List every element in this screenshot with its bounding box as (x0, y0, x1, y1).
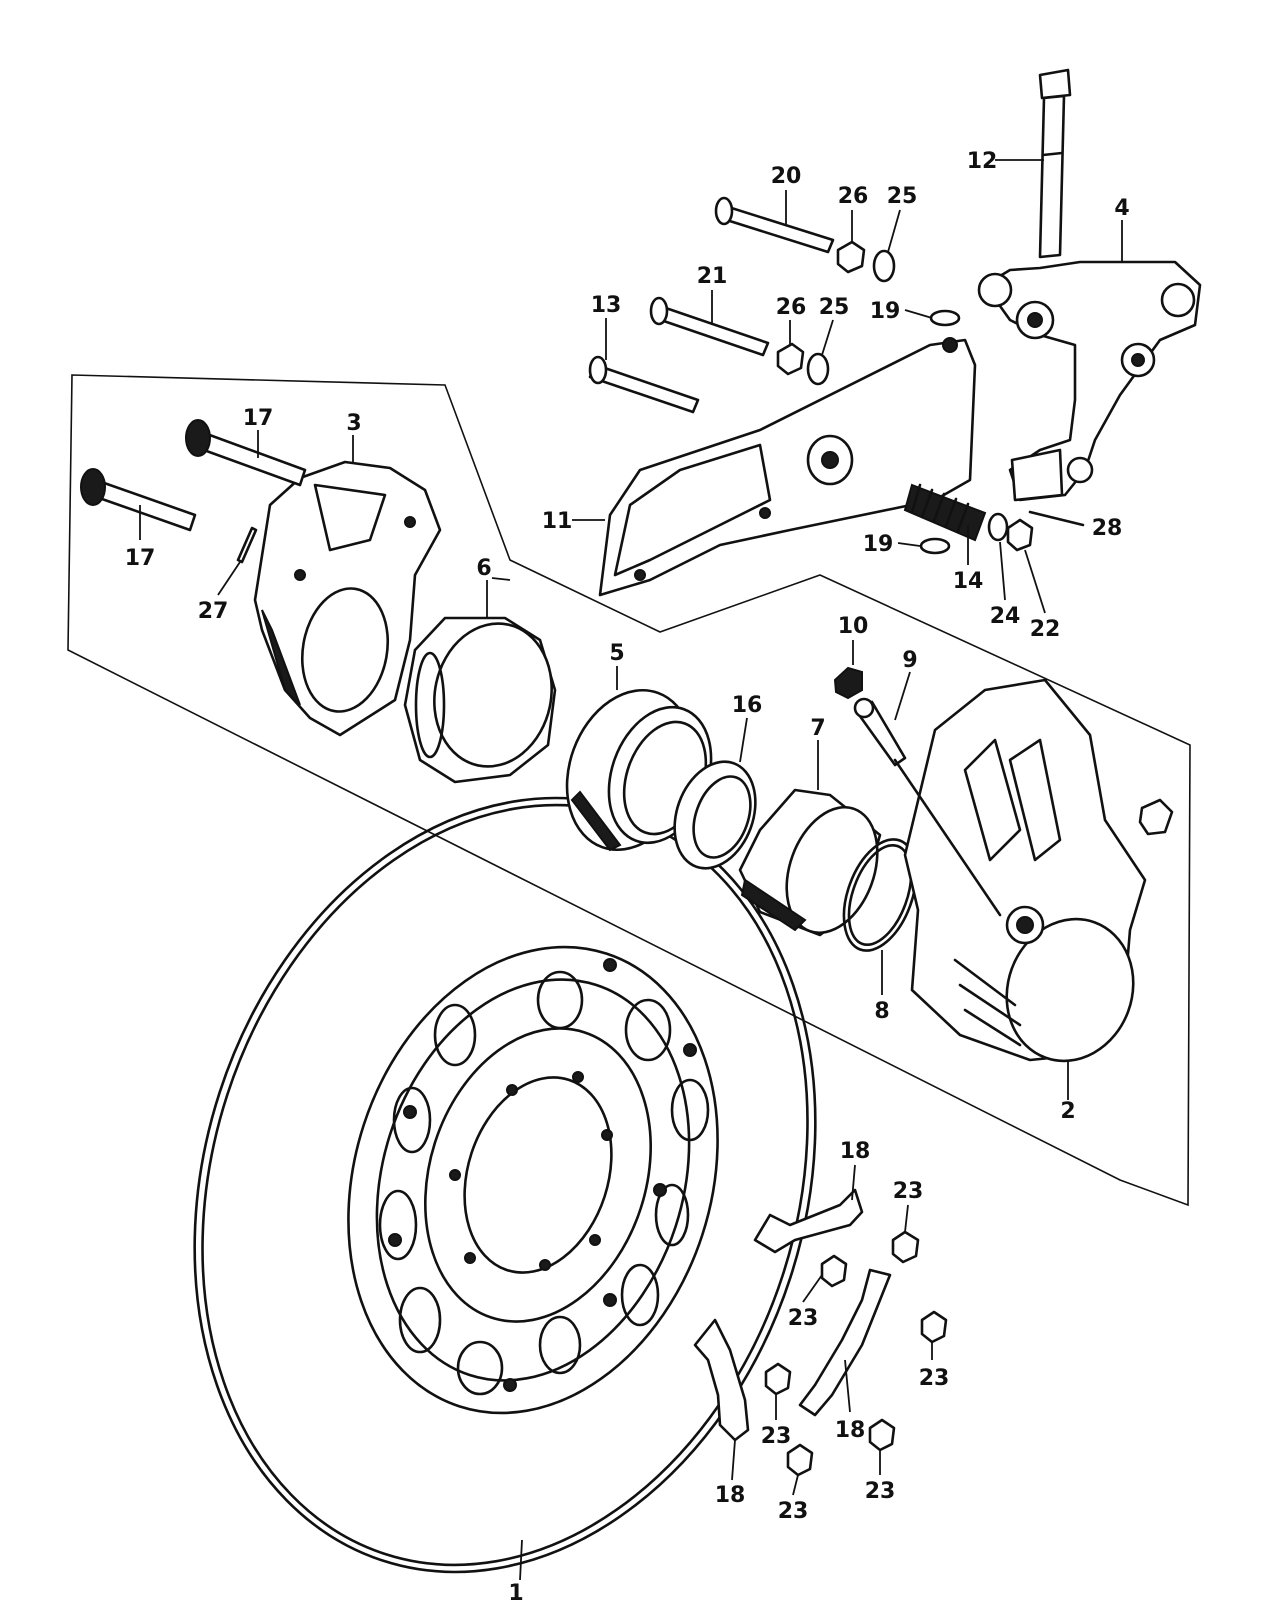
bleeder-cap (835, 668, 862, 698)
caliper-bracket (255, 462, 440, 735)
o-ring (830, 830, 930, 961)
brake-pad (405, 613, 565, 782)
leader-lines (140, 160, 1122, 1580)
dust-seal (660, 750, 769, 879)
caliper-group-outline (68, 375, 1190, 1205)
callout-21: 21 (697, 264, 728, 289)
callout-9: 9 (902, 648, 917, 673)
spring-washer (989, 514, 1007, 540)
callout-25-upper: 25 (887, 184, 918, 209)
callout-11-arm: 11 (542, 509, 573, 534)
callout-19-upper: 19 (870, 299, 901, 324)
callout-23-c: 23 (919, 1366, 950, 1391)
callout-labels: 1 2 3 4 5 6 7 8 9 10 11 12 13 14 15 16 1… (125, 149, 1130, 1600)
callout-25-lower: 25 (819, 295, 850, 320)
callout-18-top: 18 (840, 1139, 871, 1164)
callout-23-a: 23 (893, 1179, 924, 1204)
callout-18-mid: 18 (835, 1418, 866, 1443)
callout-13: 13 (591, 293, 622, 318)
callout-27: 27 (198, 599, 229, 624)
brake-disc (98, 717, 913, 1600)
callout-3: 3 (346, 411, 361, 436)
callout-2: 2 (1060, 1099, 1075, 1124)
washer-lower (921, 539, 949, 553)
callout-17-upper: 17 (243, 406, 274, 431)
callout-23-b: 23 (788, 1306, 819, 1331)
callout-28: 28 (1092, 516, 1123, 541)
callout-22: 22 (1030, 617, 1061, 642)
callout-10: 10 (838, 614, 869, 639)
callout-26-lower: 26 (776, 295, 807, 320)
callout-23-f: 23 (778, 1499, 809, 1524)
callout-20: 20 (771, 164, 802, 189)
bracket-bolts (81, 420, 305, 530)
callout-6: 6 (476, 556, 491, 581)
callout-5: 5 (609, 641, 624, 666)
mounting-bolts (590, 198, 833, 412)
callout-24: 24 (990, 604, 1021, 629)
callout-17-lower: 17 (125, 546, 156, 571)
cotter-pin (238, 528, 256, 562)
callout-19-lower: 19 (863, 532, 894, 557)
callout-23-d: 23 (761, 1424, 792, 1449)
caliper-arm (600, 338, 975, 595)
callout-18-bottom: 18 (715, 1483, 746, 1508)
callout-14: 14 (953, 569, 984, 594)
hex-nut-small (1140, 800, 1172, 834)
callout-7: 7 (810, 716, 825, 741)
return-spring (905, 485, 985, 540)
nuts-and-washers (778, 242, 894, 384)
pivot-bolt (1040, 70, 1070, 257)
disc-nuts (766, 1232, 946, 1475)
callout-12: 12 (967, 149, 998, 174)
callout-8: 8 (874, 999, 889, 1024)
spring-pin (1030, 512, 1083, 525)
callout-1: 1 (508, 1581, 523, 1600)
callout-26-upper: 26 (838, 184, 869, 209)
callout-4: 4 (1114, 196, 1129, 221)
bleeder-valve (855, 699, 905, 765)
callout-16: 16 (732, 693, 763, 718)
lock-plates (695, 1190, 890, 1440)
washer-upper (931, 311, 959, 325)
spring-nut (1008, 520, 1032, 550)
pivot-arm (979, 262, 1200, 500)
callout-23-e: 23 (865, 1479, 896, 1504)
caliper-body (905, 680, 1153, 1079)
